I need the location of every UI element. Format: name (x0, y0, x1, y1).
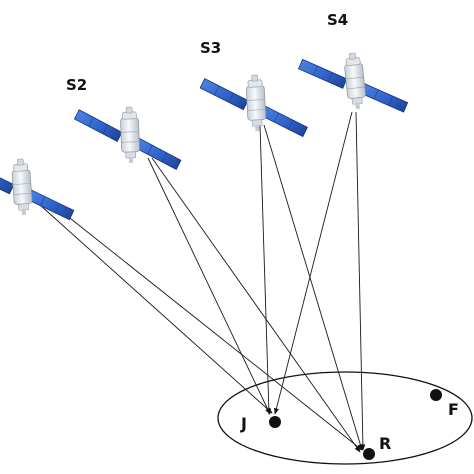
ray-s3-r (263, 124, 363, 451)
ray-s1-r (55, 206, 363, 451)
signal-rays (39, 111, 366, 453)
point-j-label: J (240, 414, 247, 433)
ray-s3-j (259, 124, 272, 415)
point-j-marker (269, 416, 281, 428)
ray-s4-j (273, 111, 353, 415)
ray-s1-j (39, 204, 273, 414)
ray-s2-r (151, 157, 361, 453)
point-f-marker (430, 389, 442, 401)
satellite-s2-label: S2 (66, 76, 87, 94)
ground-region (217, 371, 473, 465)
satellite-s3-label: S3 (200, 39, 221, 57)
satellite-s1-icon (0, 155, 75, 228)
point-r-label: R (379, 434, 391, 453)
satellite-s4-label: S4 (327, 11, 348, 29)
satellite-s4-icon (296, 47, 410, 124)
ray-s4-r (355, 111, 366, 451)
point-r-marker (363, 448, 375, 460)
satellite-s3-icon (199, 71, 309, 143)
ray-s2-j (147, 157, 271, 415)
satellite-s2-icon (73, 104, 182, 174)
point-f-label: F (448, 400, 459, 419)
